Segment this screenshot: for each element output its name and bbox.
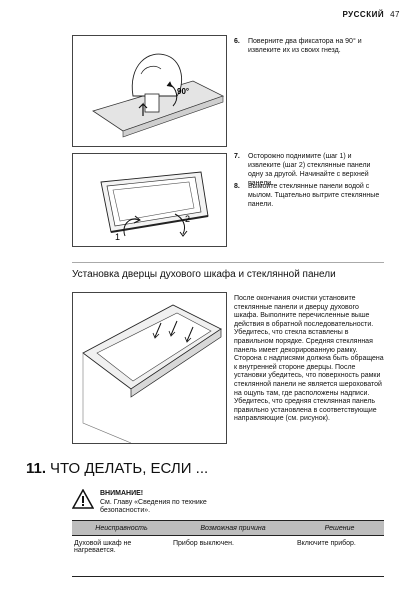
figure-latch-removal: 90° [72,35,227,147]
warning-text: См. Главу «Сведения по технике безопасно… [100,498,207,515]
cell-solution: Включите прибор. [295,535,384,577]
step-text: Вымойте стеклянные панели водой с мылом.… [248,183,380,208]
section-divider [72,262,384,263]
cell-cause: Прибор выключен. [171,535,295,577]
warning-title: ВНИМАНИЕ! [100,490,144,497]
column-header-problem: Неисправность [72,520,171,536]
step-text: Осторожно поднимите (шаг 1) и извлеките … [248,153,371,187]
column-header-cause: Возможная причина [171,520,295,536]
step-number: 6. [234,38,240,45]
step-8: 8. Вымойте стеклянные панели водой с мыл… [234,182,384,209]
section-title: Установка дверцы духового шкафа и стекля… [72,269,336,280]
step1-label: 1 [115,232,120,242]
step-number: 7. [234,153,240,160]
warning-icon [71,488,95,514]
figure-glass-panels: 1 2 [72,153,227,247]
step-text: Поверните два фиксатора на 90° и извлеки… [248,38,362,54]
chapter-number: 11. [26,460,47,477]
language-label: РУССКИЙ [342,10,385,19]
page-header: РУССКИЙ 47 [342,10,400,19]
table-row: Духовой шкаф не нагревается. Прибор выкл… [72,535,384,577]
step2-label: 2 [185,214,190,224]
installation-paragraph: После окончания очистки установите стекл… [234,295,384,423]
step-number: 8. [234,183,240,190]
figure-door-installation [72,292,227,444]
cell-problem: Духовой шкаф не нагревается. [72,535,171,577]
glass-panel-illustration: 1 2 [100,171,209,242]
page-number: 47 [390,10,400,19]
door-installation-illustration [82,304,222,444]
step-7: 7. Осторожно поднимите (шаг 1) и извлеки… [234,152,384,188]
step-6: 6. Поверните два фиксатора на 90° и извл… [234,37,384,55]
table-header-row: Неисправность Возможная причина Решение [72,520,384,536]
chapter-heading: 11.ЧТО ДЕЛАТЬ, ЕСЛИ ... [26,460,208,477]
warning-block: ВНИМАНИЕ! См. Главу «Сведения по технике… [100,490,230,516]
column-header-solution: Решение [295,520,384,536]
angle-label: 90° [177,87,189,96]
troubleshooting-table: Неисправность Возможная причина Решение … [72,520,384,577]
chapter-title: ЧТО ДЕЛАТЬ, ЕСЛИ ... [50,460,209,477]
latch-illustration: 90° [92,53,225,138]
